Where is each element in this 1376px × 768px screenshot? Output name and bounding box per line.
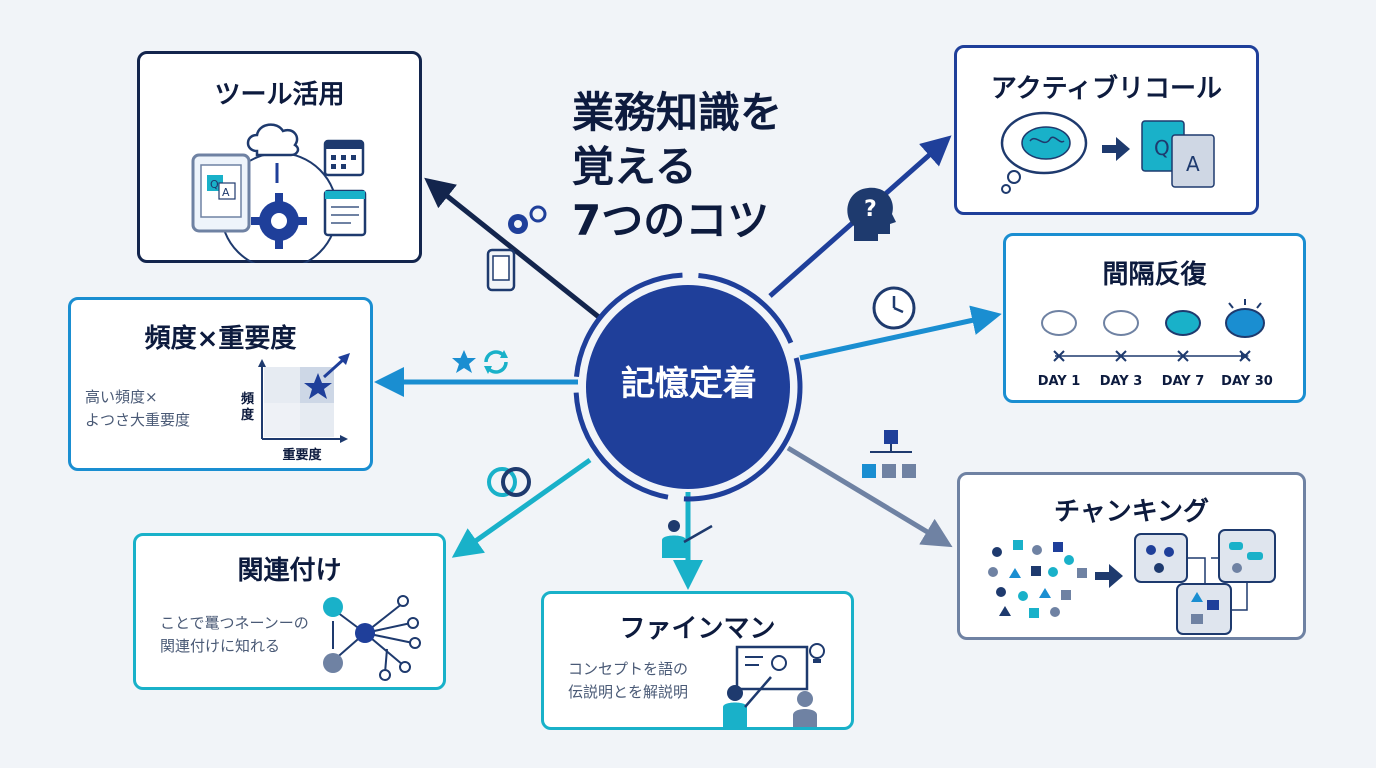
card-description: 高い頻度× よつさ大重要度 bbox=[85, 388, 191, 429]
card-feynman: ファインマン コンセプトを語の 伝説明とを解説明 bbox=[541, 591, 854, 730]
card-illustration: 重要度 bbox=[258, 353, 350, 463]
gear-icon bbox=[251, 193, 307, 249]
card-association: 関連付け ことで鼍つネーンーの 関連付けに知れる bbox=[133, 533, 446, 690]
gears-icon bbox=[508, 205, 547, 234]
card-active-recall: アクティブリコール Q A bbox=[954, 45, 1259, 215]
qa-cards-icon: Q A bbox=[1141, 120, 1215, 188]
arrow-to-tool bbox=[424, 177, 602, 320]
brain-icon bbox=[1041, 310, 1077, 336]
clock-icon bbox=[872, 286, 916, 330]
card-illustration: DAY 1 DAY 3 DAY 7 DAY 30 bbox=[1038, 299, 1273, 389]
page-title: 業務知識を 覚える 7つのコツ bbox=[572, 88, 783, 245]
card-illustration bbox=[988, 529, 1276, 635]
day-label: DAY 1 bbox=[1038, 374, 1081, 389]
brain-icon bbox=[1225, 299, 1265, 338]
star-icon bbox=[452, 350, 476, 373]
card-chunking: チャンキング bbox=[957, 472, 1306, 640]
card-illustration bbox=[323, 595, 421, 681]
card-title: ファインマン bbox=[619, 614, 776, 644]
card-spaced-repetition: 間隔反復 DAY 1 DAY 3 DAY 7 DAY 30 bbox=[1003, 233, 1306, 403]
hierarchy-icon bbox=[862, 430, 916, 478]
star-icon bbox=[304, 373, 332, 399]
qa-a-text: A bbox=[1186, 152, 1200, 176]
card-description: コンセプトを語の 伝説明とを解説明 bbox=[568, 660, 689, 701]
center-ring bbox=[573, 272, 803, 502]
arrow-to-spaced bbox=[799, 305, 1002, 361]
brain-icon bbox=[1165, 310, 1201, 336]
document-icon bbox=[323, 189, 367, 237]
card-title: 間隔反復 bbox=[1102, 260, 1207, 290]
arrow-icon bbox=[1102, 137, 1130, 161]
arrow-icon bbox=[1095, 564, 1123, 588]
scattered-shapes-icon bbox=[988, 540, 1087, 618]
day-label: DAY 3 bbox=[1100, 374, 1143, 389]
tablet-icon bbox=[486, 248, 516, 292]
card-illustration bbox=[723, 643, 825, 727]
refresh-icon bbox=[484, 350, 508, 374]
brain-icon bbox=[1103, 310, 1139, 336]
arrow-to-chunking bbox=[786, 445, 953, 548]
teacher-icon bbox=[662, 520, 713, 558]
card-tool: ツール活用 Q A bbox=[137, 51, 422, 263]
rings-icon bbox=[487, 467, 531, 497]
card-illustration: Q A bbox=[191, 123, 367, 263]
day-label: DAY 7 bbox=[1162, 374, 1205, 389]
thought-brain-icon bbox=[1000, 111, 1088, 194]
center-label: 記憶定着 bbox=[621, 364, 757, 404]
card-description: ことで鼍つネーンーの 関連付けに知れる bbox=[160, 614, 309, 655]
card-title: 頻度×重要度 bbox=[144, 324, 297, 354]
calendar-icon bbox=[323, 139, 365, 177]
svg-text:?: ? bbox=[864, 197, 877, 222]
whiteboard-teaching-icon bbox=[723, 643, 825, 727]
arrow-to-association bbox=[451, 457, 592, 558]
qa-q-text: Q bbox=[210, 178, 219, 191]
day-label: DAY 30 bbox=[1221, 374, 1273, 389]
qa-q-text: Q bbox=[1154, 136, 1170, 160]
card-frequency-importance: 頻度×重要度 高い頻度× よつさ大重要度 頻 度 重要度 bbox=[68, 297, 373, 471]
cloud-sync-icon bbox=[246, 123, 300, 183]
qa-a-text: A bbox=[222, 186, 230, 199]
card-title: 関連付け bbox=[237, 556, 342, 586]
head-question-icon: ? bbox=[847, 187, 896, 241]
y-axis-label: 頻 度 bbox=[241, 392, 255, 423]
card-title: アクティブリコール bbox=[990, 74, 1223, 104]
x-axis-label: 重要度 bbox=[282, 447, 322, 463]
card-illustration: Q A bbox=[1000, 111, 1215, 194]
card-title: チャンキング bbox=[1054, 497, 1209, 527]
center-circle bbox=[586, 285, 790, 489]
tablet-icon: Q A bbox=[191, 153, 251, 233]
card-title: ツール活用 bbox=[214, 80, 345, 110]
grouped-chunks-icon bbox=[1134, 529, 1276, 635]
